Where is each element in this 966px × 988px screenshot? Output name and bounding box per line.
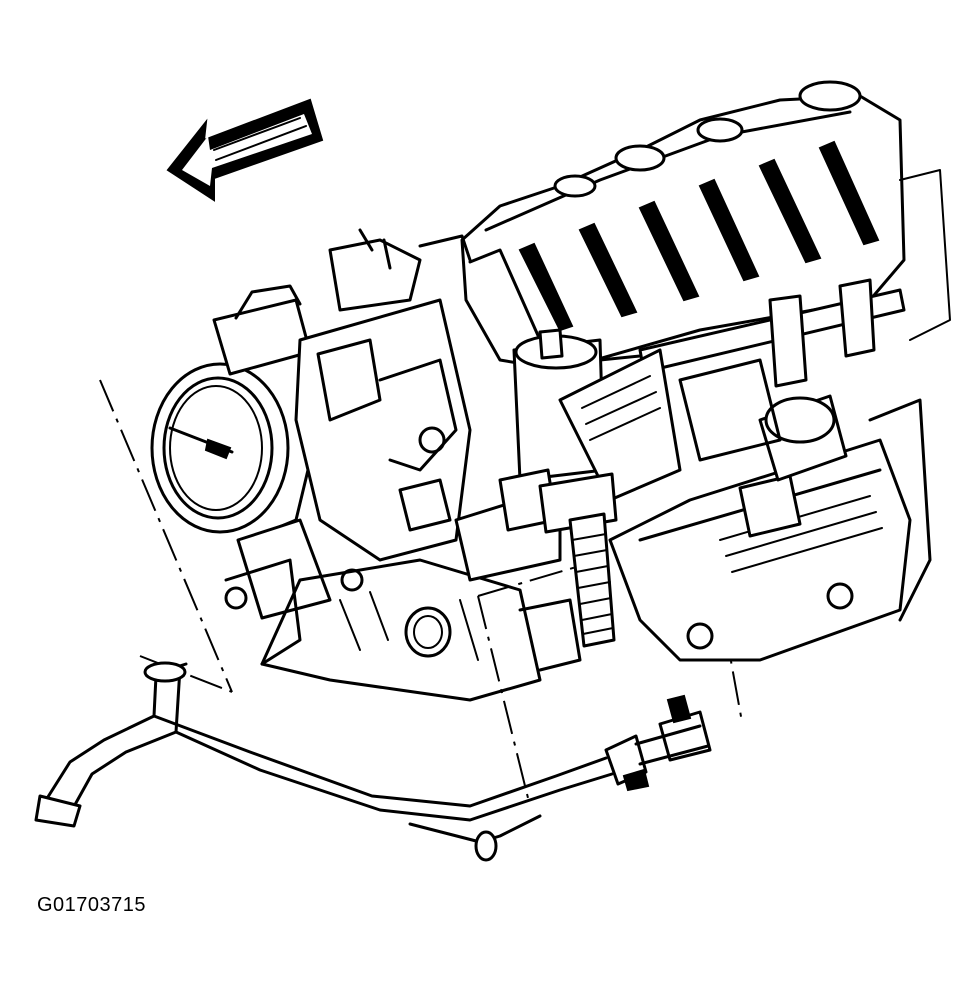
coolant-pipe (34, 661, 712, 862)
direction-arrow-icon (166, 98, 324, 202)
water-outlet (454, 468, 618, 582)
ribbed-hose (518, 512, 616, 672)
figure-id-label: G01703715 (37, 894, 147, 916)
fuel-rail (638, 278, 906, 388)
valve-cover-right (608, 169, 951, 662)
throttle-linkage-bracket (294, 228, 472, 562)
throttle-body (150, 284, 332, 666)
detail-boundary (99, 379, 743, 799)
egr-valve (512, 328, 682, 502)
engine-block (260, 558, 542, 702)
